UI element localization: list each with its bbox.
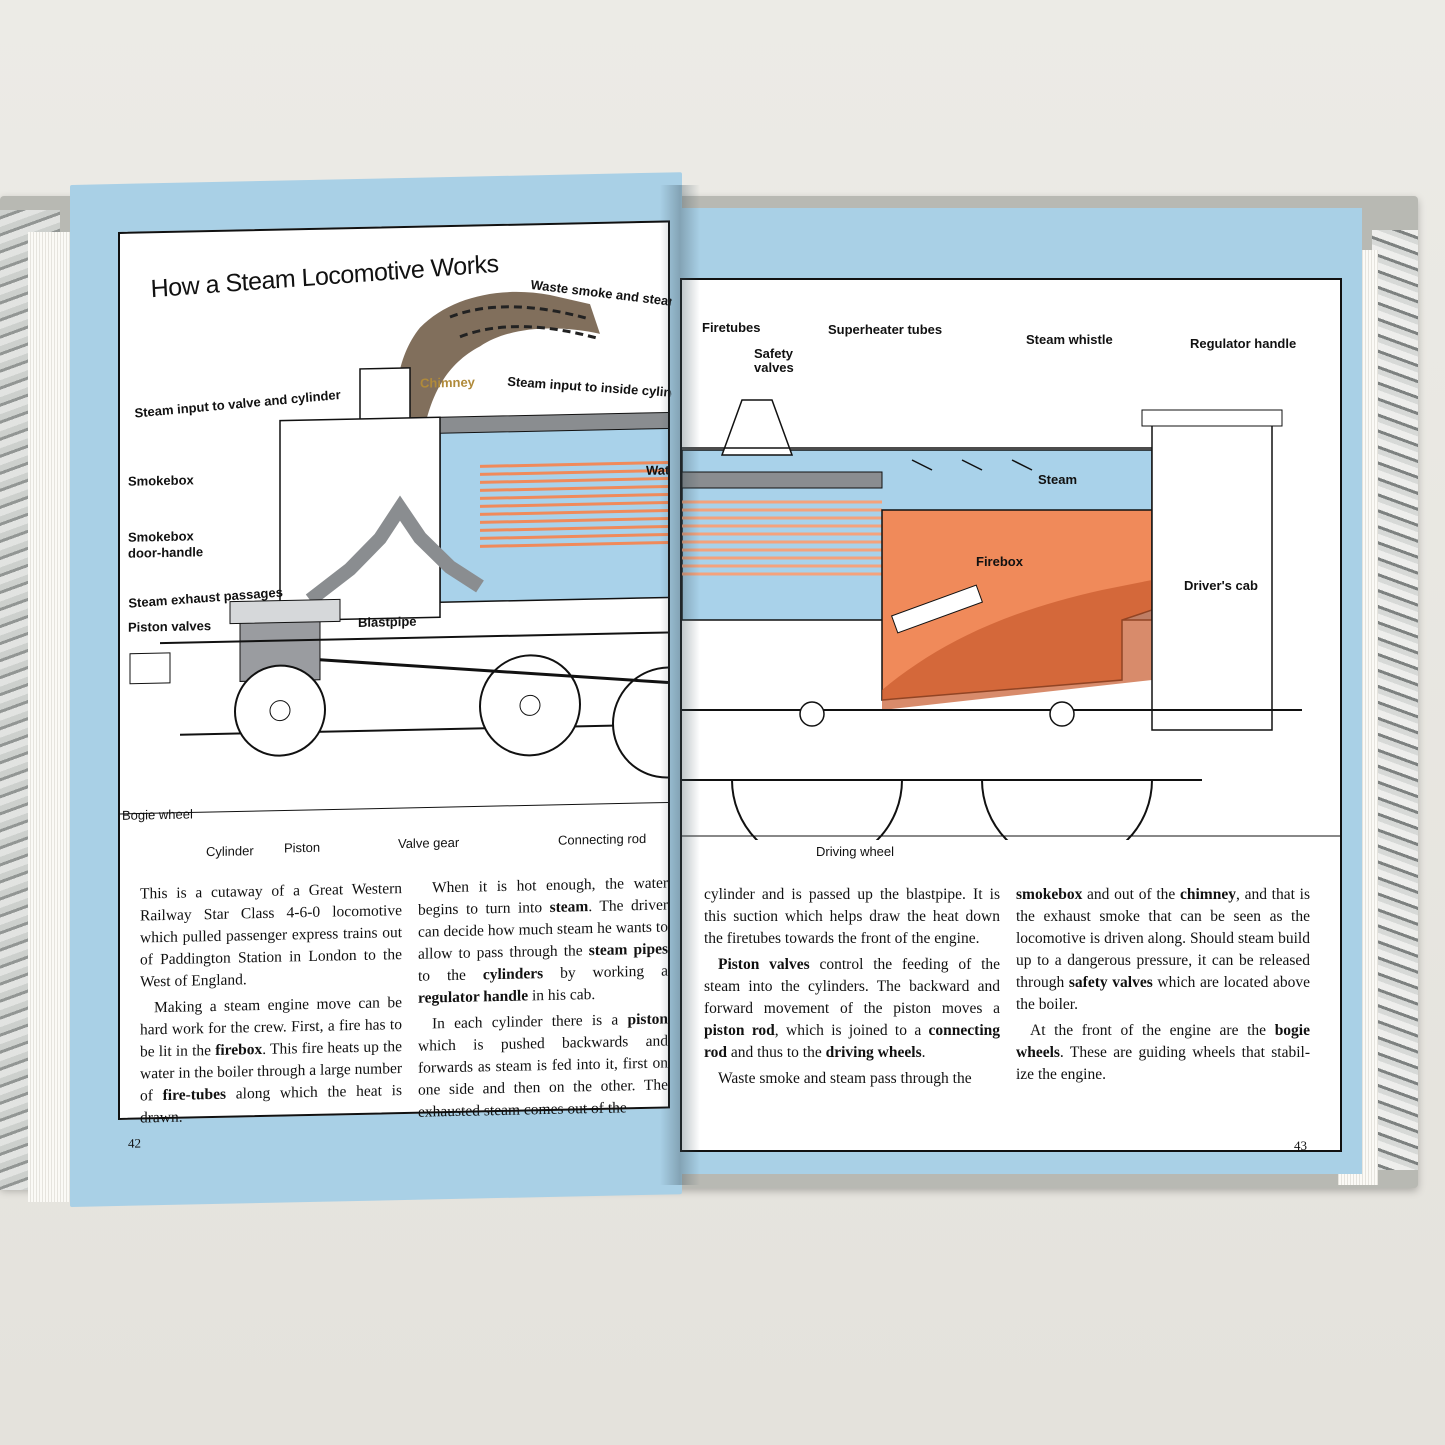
left-page: How a Steam Locomotive Works (70, 172, 692, 1207)
safety-valve-shape (720, 399, 794, 456)
col2-para-1: When it is hot enough, the water begins … (418, 874, 668, 1007)
label-firetubes: Firetubes (702, 320, 761, 335)
label-steam-whistle: Steam whistle (1026, 332, 1113, 347)
label-regulator-handle: Regulator handle (1190, 336, 1297, 351)
label-drivers-cab: Driver's cab (1184, 578, 1258, 593)
cab-shape (1151, 419, 1273, 731)
label-steam: Steam (1038, 472, 1078, 487)
left-page-panel: How a Steam Locomotive Works (118, 220, 692, 1127)
text-column-2: When it is hot enough, the water begins … (418, 872, 668, 1127)
axle-hole-1 (799, 701, 825, 727)
brick-arch (890, 584, 984, 634)
piston-valve-shape (229, 598, 341, 625)
label-blastpipe: Blastpipe (358, 613, 417, 630)
cover-art-right (1372, 230, 1418, 1170)
col3-para-1: cylinder and is passed up the blastpipe.… (704, 886, 1000, 947)
col3-para-2: Piston valves control the feeding of the… (704, 956, 1001, 1061)
col1-para-2: Making a steam engine move can be hard w… (140, 994, 402, 1127)
smokebox-shape (279, 416, 441, 622)
text-column-1: This is a cutaway of a Great Western Rai… (140, 878, 402, 1133)
exhaust-passages (305, 495, 484, 606)
coal-bed (882, 580, 1152, 710)
col3-para-3: Waste smoke and steam pass through the (718, 1070, 972, 1087)
label-smokebox-door-handle-1: Smokebox (128, 528, 194, 545)
driving-wheel-left-part (612, 666, 668, 779)
col4-para-2: At the front of the engine are the bogie… (1016, 1022, 1310, 1083)
left-diagram (120, 291, 668, 815)
smoke-plume (395, 291, 600, 459)
diagram-baseline (120, 801, 668, 815)
text-column-3: cylinder and is passed up the blastpipe.… (704, 884, 1000, 1094)
driving-wheel-arc-2 (981, 779, 1153, 840)
firetube-lines-right (682, 500, 882, 576)
firetube-lines (480, 460, 668, 548)
smoke-wisps (449, 305, 601, 341)
page-number-right: 43 (1294, 1138, 1307, 1153)
axle-hole-2 (1049, 701, 1075, 727)
label-safety-valves-1: Safety (754, 346, 794, 361)
steam-arrows (911, 459, 1033, 471)
bogie-wheel-2-hub (519, 694, 541, 716)
label-firebox: Firebox (976, 554, 1023, 569)
label-connecting-rod: Connecting rod (558, 830, 647, 848)
label-driving-wheel: Driving wheel (816, 844, 895, 859)
label-chimney: Chimney (420, 374, 475, 391)
label-bogie-wheel: Bogie wheel (122, 806, 193, 823)
label-smokebox: Smokebox (128, 472, 194, 489)
label-cylinder: Cylinder (206, 843, 254, 860)
label-piston: Piston (284, 839, 321, 856)
page-number-left: 42 (128, 1135, 141, 1151)
bogie-wheel-hub (269, 700, 291, 722)
right-page-panel: Firetubes Superheater tubes Safety valve… (680, 278, 1342, 1152)
steam-pipe-right (682, 471, 883, 489)
col2-para-2: In each cylinder there is a piston which… (418, 1010, 668, 1121)
book-gutter-shadow (660, 185, 700, 1185)
frame-line (160, 631, 668, 645)
buffer-beam (129, 652, 171, 685)
right-page: Firetubes Superheater tubes Safety valve… (672, 208, 1362, 1174)
driving-wheel-arc-1 (731, 779, 903, 840)
label-piston-valves: Piston valves (128, 618, 212, 635)
col1-para-1: This is a cutaway of a Great Western Rai… (140, 880, 402, 991)
label-superheater-tubes: Superheater tubes (828, 322, 943, 337)
right-diagram (682, 399, 1340, 840)
col4-para-1: smokebox and out of the chimney, and tha… (1016, 886, 1311, 1013)
label-safety-valves-2: valves (754, 360, 794, 375)
label-valve-gear: Valve gear (398, 834, 460, 852)
connecting-rod-shape (319, 658, 668, 684)
text-column-4: smokebox and out of the chimney, and tha… (1016, 884, 1310, 1090)
cab-roof (1141, 409, 1283, 427)
label-smokebox-door-handle-2: door-handle (128, 544, 204, 561)
